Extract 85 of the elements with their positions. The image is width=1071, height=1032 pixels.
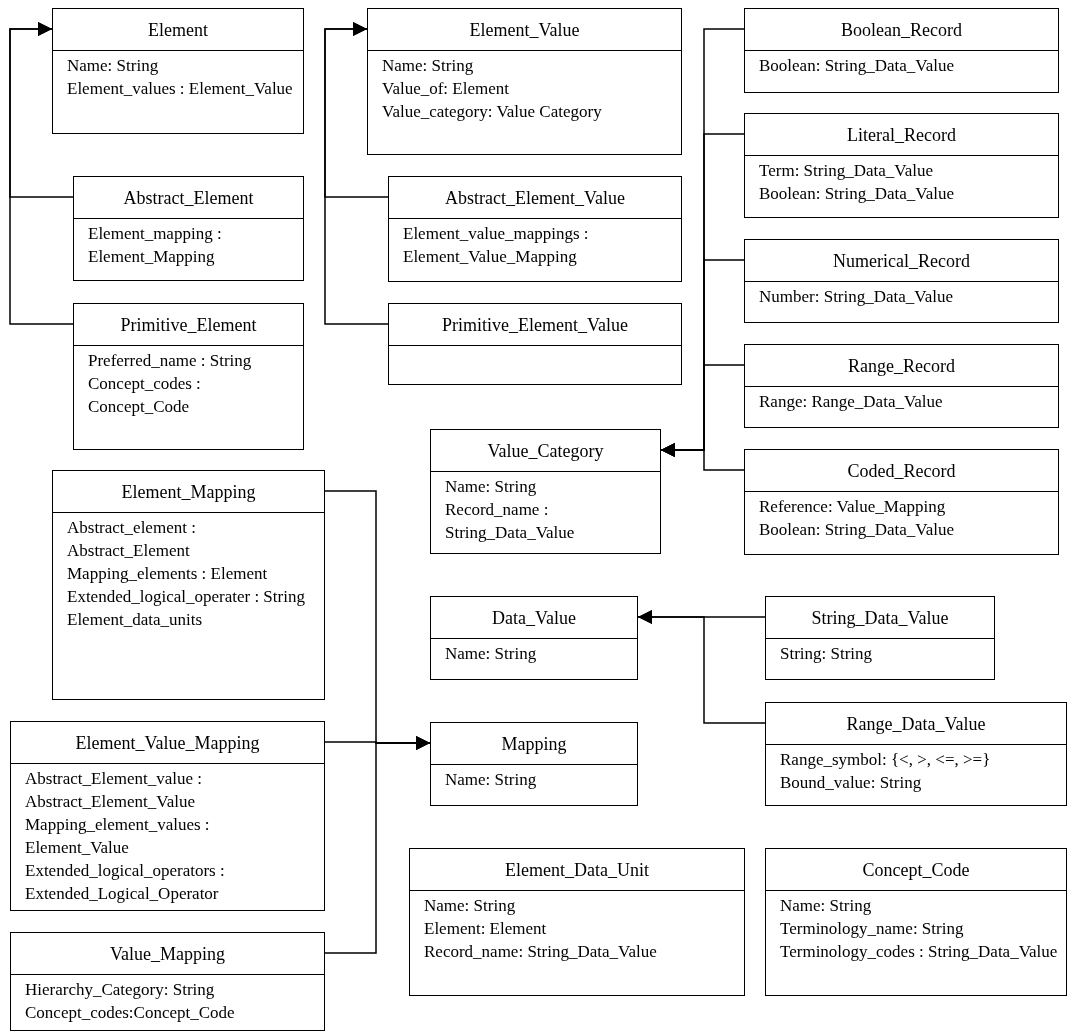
attribute-text: Term: String_Data_Value — [759, 160, 934, 182]
class-name: Value_Mapping — [110, 942, 225, 965]
class-name: Literal_Record — [847, 123, 956, 146]
attribute-text: Mapping_elements : Element — [67, 563, 269, 585]
class-box — [409, 848, 745, 996]
attribute-text: Element_value_mappings : Element_Value_Mapping — [403, 223, 590, 268]
attribute-text: String: String — [780, 643, 874, 665]
attribute-text: Abstract_element : Abstract_Element — [67, 517, 197, 562]
class-box — [388, 303, 682, 385]
attribute-text: Reference: Value_Mapping — [759, 496, 947, 518]
attribute-text: Element_mapping : Element_Mapping — [88, 223, 223, 268]
generalization-arrow — [660, 443, 745, 471]
class-box — [388, 176, 682, 282]
class-name: Primitive_Element_Value — [442, 313, 628, 336]
class-box — [744, 239, 1059, 323]
class-name: Element_Value_Mapping — [75, 731, 260, 754]
attribute-text: Concept_codes:Concept_Code — [25, 1002, 236, 1024]
class-box — [430, 429, 661, 554]
class-name: Mapping — [501, 732, 567, 755]
class-box — [10, 932, 325, 1031]
attribute-text: Value_of: Element — [382, 78, 510, 100]
class-name: String_Data_Value — [811, 606, 949, 629]
generalization-arrow — [324, 22, 389, 325]
class-name: Coded_Record — [847, 459, 956, 482]
attribute-text: Name: String — [424, 895, 517, 917]
attribute-text: Name: String — [445, 643, 538, 665]
class-box — [744, 8, 1059, 93]
class-name: Value_Category — [487, 439, 604, 462]
attribute-text: Range: Range_Data_Value — [759, 391, 944, 413]
generalization-arrow — [9, 22, 74, 325]
class-name: Concept_Code — [862, 858, 970, 881]
class-name: Element_Data_Unit — [505, 858, 649, 881]
attribute-text: Name: String — [445, 769, 538, 791]
class-box — [430, 722, 638, 806]
attribute-text: Name: String — [382, 55, 475, 77]
class-box — [73, 176, 304, 281]
attribute-text: Range_symbol: {<, >, <=, >=} — [780, 749, 992, 771]
class-name: Range_Data_Value — [846, 712, 986, 735]
class-box — [765, 596, 995, 680]
class-box — [765, 702, 1067, 806]
class-name: Range_Record — [848, 354, 955, 377]
attribute-text: Boolean: String_Data_Value — [759, 183, 955, 205]
generalization-arrow — [637, 610, 766, 724]
class-name: Abstract_Element — [123, 186, 254, 209]
class-box — [10, 721, 325, 911]
class-box — [744, 113, 1059, 218]
class-box — [430, 596, 638, 680]
attribute-text: Terminology_codes : String_Data_Value — [780, 941, 1058, 963]
class-name: Abstract_Element_Value — [445, 186, 625, 209]
attribute-text: Record_name: String_Data_Value — [424, 941, 658, 963]
class-name: Element_Mapping — [121, 480, 256, 503]
attribute-text: Preferred_name : String — [88, 350, 253, 372]
generalization-arrow — [324, 736, 431, 954]
attribute-text: Mapping_element_values : Element_Value — [25, 814, 211, 859]
attribute-text: Bound_value: String — [780, 772, 923, 794]
class-box — [765, 848, 1067, 996]
attribute-text: Element: Element — [424, 918, 548, 940]
attribute-text: Record_name : String_Data_Value — [445, 499, 576, 544]
attribute-text: Terminology_name: String — [780, 918, 965, 940]
attribute-text: Name: String — [445, 476, 538, 498]
attribute-text: Extended_logical_operater : String — [67, 586, 306, 608]
class-box — [744, 449, 1059, 555]
attribute-text: Abstract_Element_value : Abstract_Element_Value — [25, 768, 204, 813]
class-box — [367, 8, 682, 155]
attribute-text: Name: String — [780, 895, 873, 917]
attribute-text: Element_data_units — [67, 609, 204, 631]
class-box — [744, 344, 1059, 428]
attribute-text: Value_category: Value Category — [382, 101, 603, 123]
attribute-text: Boolean: String_Data_Value — [759, 55, 955, 77]
class-box — [52, 8, 304, 134]
class-name: Element — [148, 18, 208, 41]
class-name: Primitive_Element — [120, 313, 257, 336]
attribute-text: Element_values : Element_Value — [67, 78, 294, 100]
class-box — [52, 470, 325, 700]
attribute-text: Extended_logical_operators : Extended_Logical_Operator — [25, 860, 226, 905]
class-name: Element_Value — [469, 18, 580, 41]
class-name: Data_Value — [492, 606, 576, 629]
class-box — [73, 303, 304, 450]
class-name: Boolean_Record — [841, 18, 962, 41]
attribute-text: Boolean: String_Data_Value — [759, 519, 955, 541]
attribute-text: Concept_codes : Concept_Code — [88, 373, 202, 418]
attribute-text: Number: String_Data_Value — [759, 286, 955, 308]
attribute-text: Hierarchy_Category: String — [25, 979, 216, 1001]
attribute-text: Name: String — [67, 55, 160, 77]
class-name: Numerical_Record — [833, 249, 970, 272]
